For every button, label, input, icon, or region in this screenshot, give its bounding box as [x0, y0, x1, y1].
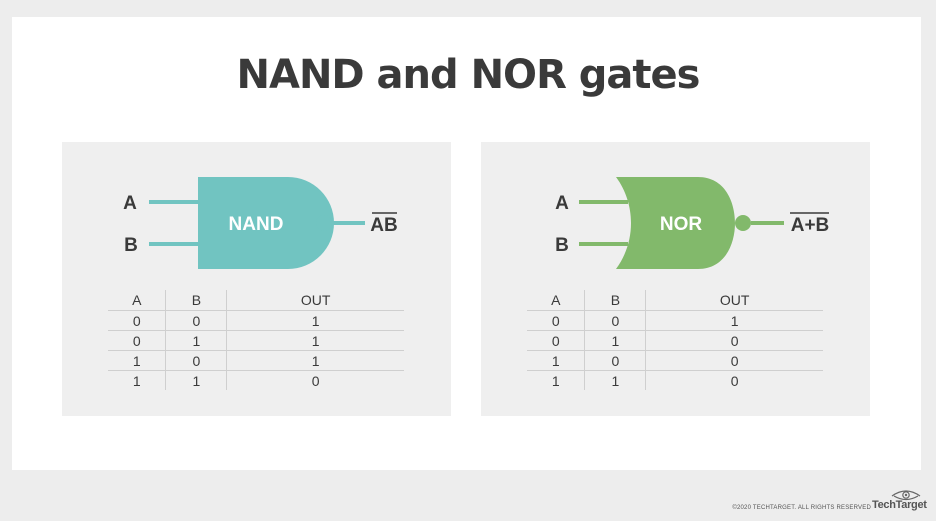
nand-input-b-label: B: [124, 235, 138, 256]
column-header: A: [527, 290, 585, 311]
nor-input-b-label: B: [555, 235, 569, 256]
table-cell: 0: [645, 370, 823, 390]
nand-truth-table: A B OUT 0 0 1 0 1 1 1 0 1 1 1: [108, 290, 404, 390]
table-cell: 0: [527, 330, 585, 351]
copyright-notice: ©2020 TECHTARGET. ALL RIGHTS RESERVED: [732, 505, 871, 511]
table-row: 0 1 0: [527, 330, 823, 351]
nor-gate-diagram: NOR A B A+B: [555, 177, 830, 269]
table-row: 1 0 0: [527, 350, 823, 371]
table-cell: 1: [165, 370, 227, 390]
table-cell: 1: [645, 310, 823, 331]
table-header-row: A B OUT: [527, 290, 823, 311]
table-cell: 1: [584, 330, 646, 351]
nand-output-label: AB: [370, 215, 397, 236]
table-cell: 1: [165, 330, 227, 351]
techtarget-logo: TechTarget: [872, 487, 927, 515]
table-cell: 0: [584, 310, 646, 331]
nand-gate-diagram: NAND A B AB: [123, 177, 398, 269]
table-cell: 0: [645, 350, 823, 371]
table-row: 0 0 1: [527, 310, 823, 331]
nor-panel: NOR A B A+B A B OUT 0 0 1 0 1 0 1: [481, 142, 870, 416]
column-header: OUT: [226, 290, 404, 311]
nor-gate-label: NOR: [660, 214, 703, 235]
table-cell: 1: [132, 372, 141, 389]
column-header: B: [165, 290, 227, 311]
logo-wordmark: TechTarget: [872, 499, 927, 511]
nand-gate-body: [198, 177, 334, 269]
table-row: 1 1 0: [527, 370, 823, 390]
table-cell: 1: [226, 310, 404, 331]
table-cell: 1: [551, 372, 560, 389]
page-title: NAND and NOR gates: [236, 52, 701, 98]
table-cell: 0: [165, 310, 227, 331]
nor-output-label: A+B: [791, 215, 830, 236]
table-cell: 0: [527, 310, 585, 331]
column-header: A: [108, 290, 166, 311]
table-row: 0 0 1: [108, 310, 404, 331]
table-cell: 0: [226, 370, 404, 390]
table-cell: 0: [165, 350, 227, 371]
nor-truth-table: A B OUT 0 0 1 0 1 0 1 0 0 1 1: [527, 290, 823, 390]
table-cell: 1: [226, 350, 404, 371]
table-cell: 1: [584, 370, 646, 390]
table-cell: 1: [226, 330, 404, 351]
table-cell: 0: [645, 330, 823, 351]
column-header: B: [584, 290, 646, 311]
eye-icon: [891, 490, 921, 501]
nand-inverter-bubble: [316, 215, 332, 231]
nor-input-a-label: A: [555, 193, 569, 214]
nor-inverter-bubble: [735, 215, 751, 231]
nor-gate-body: [616, 177, 735, 269]
table-cell: 0: [584, 350, 646, 371]
column-header: OUT: [645, 290, 823, 311]
table-cell: 1: [108, 350, 166, 371]
nand-gate-label: NAND: [229, 214, 284, 235]
nand-input-a-label: A: [123, 193, 137, 214]
table-cell: 1: [527, 350, 585, 371]
table-header-row: A B OUT: [108, 290, 404, 311]
table-row: 1 1 0: [108, 370, 404, 390]
table-row: 1 0 1: [108, 350, 404, 371]
nand-panel: NAND A B AB A B OUT 0 0 1 0 1 1 1: [62, 142, 451, 416]
table-cell: 0: [108, 310, 166, 331]
table-row: 0 1 1: [108, 330, 404, 351]
table-cell: 0: [108, 330, 166, 351]
